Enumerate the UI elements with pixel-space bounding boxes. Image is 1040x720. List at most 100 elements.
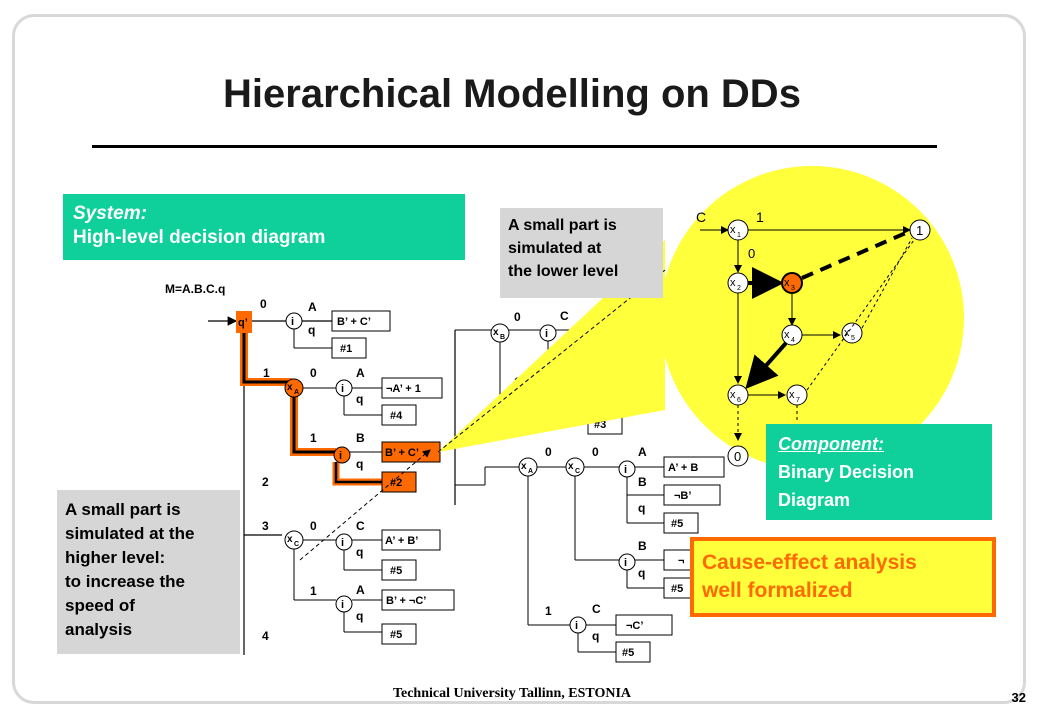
page-number: 32 — [1011, 690, 1026, 705]
svg-text:q: q — [592, 629, 599, 643]
svg-text:x: x — [287, 382, 293, 393]
svg-text:0: 0 — [310, 366, 317, 380]
svg-text:1: 1 — [310, 431, 317, 445]
higher-note-line: to increase the — [65, 572, 185, 591]
svg-text:A: A — [356, 366, 365, 380]
svg-text:#1: #1 — [340, 343, 352, 355]
svg-text:#5: #5 — [671, 583, 683, 595]
svg-text:4: 4 — [262, 629, 269, 643]
cause-effect-line: well formalized — [702, 579, 853, 602]
cause-effect-box: Cause-effect analysis well formalized — [690, 537, 996, 617]
svg-text:i: i — [291, 316, 294, 328]
higher-note-line: analysis — [65, 620, 133, 639]
svg-text:q: q — [308, 323, 315, 337]
svg-text:2: 2 — [737, 285, 741, 292]
svg-text:A: A — [638, 445, 647, 459]
higher-note-line: A small part is — [65, 500, 181, 519]
svg-text:C: C — [294, 541, 299, 548]
lower-note-line: the lower level — [508, 263, 619, 280]
svg-text:x: x — [568, 461, 574, 472]
svg-text:i: i — [339, 450, 342, 462]
title-divider — [92, 145, 937, 148]
svg-text:q: q — [356, 609, 363, 623]
svg-text:0: 0 — [748, 246, 755, 261]
svg-text:1: 1 — [916, 223, 923, 238]
higher-note-line: speed of — [65, 596, 135, 615]
svg-text:x: x — [730, 277, 736, 289]
xa-xc-subdiagram: x A 0 x C 0 i A B q A’ + B ¬B’ #5 i B q … — [455, 445, 725, 663]
q-prime-node — [236, 311, 252, 333]
lower-level-note: A small part is simulated at the lower l… — [500, 208, 663, 298]
svg-text:3: 3 — [262, 519, 269, 533]
svg-text:i: i — [624, 464, 627, 476]
svg-text:#2: #2 — [390, 477, 402, 489]
svg-text:¬C’: ¬C’ — [626, 620, 643, 632]
component-text-line1: Binary Decision — [778, 462, 915, 482]
svg-text:x: x — [730, 389, 736, 401]
svg-text:#5: #5 — [671, 518, 683, 530]
svg-text:0: 0 — [260, 297, 267, 311]
higher-level-note: A small part is simulated at the higher … — [57, 490, 240, 654]
component-heading: Component: — [778, 434, 884, 454]
svg-text:i: i — [624, 557, 627, 569]
svg-text:3: 3 — [791, 285, 795, 292]
svg-text:A’ + B: A’ + B — [668, 462, 698, 474]
higher-note-line: higher level: — [65, 548, 166, 567]
svg-text:q: q — [356, 457, 363, 471]
page-title: Hierarchical Modelling on DDs — [223, 72, 801, 116]
footer-institution: Technical University Tallinn, ESTONIA — [392, 686, 632, 701]
svg-text:x: x — [844, 327, 850, 339]
svg-text:0: 0 — [310, 519, 317, 533]
lower-note-line: simulated at — [508, 240, 602, 257]
svg-text:A: A — [356, 583, 365, 597]
svg-text:x: x — [730, 224, 736, 236]
component-label-box: Component: Binary Decision Diagram — [766, 424, 992, 520]
system-label-box: System: High-level decision diagram — [63, 194, 465, 260]
svg-text:1: 1 — [737, 232, 741, 239]
svg-text:#5: #5 — [622, 647, 634, 659]
svg-text:A: A — [294, 389, 299, 396]
svg-text:C: C — [592, 602, 601, 616]
svg-text:¬: ¬ — [678, 555, 684, 567]
svg-text:#5: #5 — [390, 565, 402, 577]
svg-text:x: x — [521, 461, 527, 472]
svg-text:B: B — [638, 539, 647, 553]
svg-text:q: q — [638, 566, 645, 580]
svg-text:i: i — [545, 328, 548, 340]
svg-text:C: C — [696, 209, 706, 225]
svg-text:1: 1 — [756, 209, 764, 225]
svg-text:1: 1 — [310, 584, 317, 598]
svg-text:C: C — [560, 309, 569, 323]
system-heading: System: — [73, 203, 147, 224]
svg-text:i: i — [341, 599, 344, 611]
svg-text:¬A’ + 1: ¬A’ + 1 — [386, 383, 421, 395]
svg-text:i: i — [341, 383, 344, 395]
svg-text:i: i — [575, 620, 578, 632]
svg-text:4: 4 — [791, 337, 795, 344]
slide-frame — [12, 14, 1026, 704]
svg-text:x: x — [784, 329, 790, 341]
svg-text:#4: #4 — [390, 410, 403, 422]
svg-text:B’ + C’: B’ + C’ — [337, 316, 371, 328]
svg-text:A’ + B’: A’ + B’ — [385, 535, 418, 547]
svg-text:0: 0 — [545, 445, 552, 459]
svg-text:0: 0 — [734, 449, 741, 464]
svg-text:0: 0 — [592, 445, 599, 459]
svg-text:5: 5 — [851, 335, 855, 342]
model-label: M=A.B.C.q — [165, 282, 225, 296]
high-level-dd: q’ M=A.B.C.q i 0 A q B’ + C’ #1 x A 1 0 … — [165, 282, 456, 655]
svg-text:2: 2 — [262, 475, 269, 489]
cause-effect-line: Cause-effect analysis — [702, 551, 917, 574]
svg-text:i: i — [341, 537, 344, 549]
lower-note-line: A small part is — [508, 217, 617, 234]
svg-text:7: 7 — [796, 397, 800, 404]
q-prime-label: q’ — [238, 317, 248, 329]
svg-text:B’ + C’: B’ + C’ — [385, 447, 419, 459]
svg-text:q: q — [356, 392, 363, 406]
higher-note-line: simulated at the — [65, 524, 195, 543]
svg-text:B: B — [638, 475, 647, 489]
system-text: High-level decision diagram — [73, 227, 326, 248]
svg-text:1: 1 — [263, 366, 270, 380]
svg-text:1: 1 — [545, 604, 552, 618]
svg-text:0: 0 — [514, 310, 521, 324]
